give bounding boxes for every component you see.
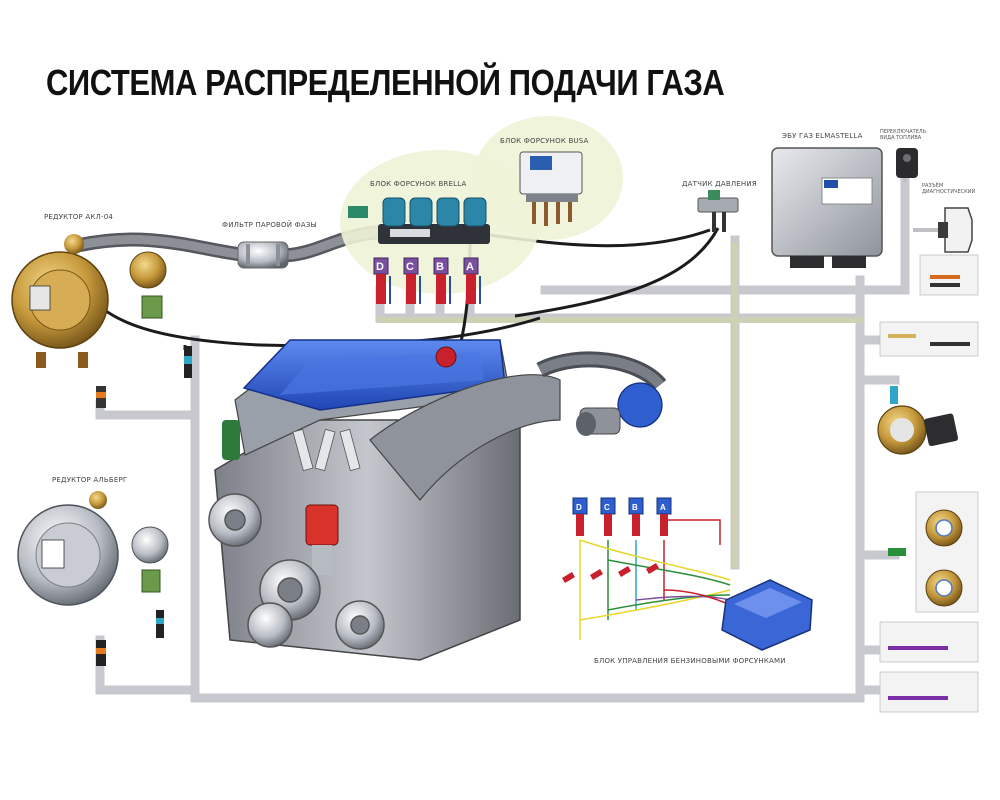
level-sensor-valve <box>877 386 959 455</box>
petrol-letter-a: A <box>660 503 666 512</box>
rail-letter-a: A <box>466 261 474 273</box>
solenoid-valve-bottom <box>131 526 169 593</box>
injector-block-unit <box>519 151 583 226</box>
level-gauges <box>925 509 963 607</box>
pressure-sensor <box>697 190 739 232</box>
injector-rail <box>348 197 490 244</box>
rail-connectors: D C B A <box>373 257 481 304</box>
solenoid-valve-top <box>129 251 167 319</box>
label-diag-connector: РАЗЪЁМ ДИАГНОСТИЧЕСКИЙ <box>922 183 976 195</box>
petrol-wiring <box>579 519 731 640</box>
pulleys <box>208 493 385 650</box>
right-panel-tags <box>879 254 979 713</box>
petrol-letter-c: C <box>604 503 610 512</box>
petrol-injectors: D C B A <box>572 497 672 536</box>
throttle-body <box>576 382 663 436</box>
red-plugs <box>562 563 659 583</box>
rail-letter-d: D <box>376 261 384 273</box>
label-pressure-sensor: ДАТЧИК ДАВЛЕНИЯ <box>682 180 757 188</box>
rail-letter-c: C <box>406 261 414 273</box>
valve-train <box>292 428 361 472</box>
fuel-switch <box>896 148 918 178</box>
page-title: СИСТЕМА РАСПРЕДЕЛЕННОЙ ПОДАЧИ ГАЗА <box>46 62 725 103</box>
label-injector-block: БЛОК ФОРСУНОК BUSA <box>500 137 589 145</box>
rail-letter-b: B <box>436 261 444 273</box>
petrol-letter-d: D <box>576 503 582 512</box>
label-injector-rail: БЛОК ФОРСУНОК BRELLA <box>370 180 467 188</box>
petrol-letter-b: B <box>632 503 638 512</box>
reducer-top <box>11 234 167 368</box>
engine <box>208 339 667 661</box>
petrol-injector-ecu <box>721 579 813 651</box>
label-gas-ecu: ЭБУ ГАЗ ELMASTELLA <box>782 132 863 140</box>
label-fuel-switch: ПЕРЕКЛЮЧАТЕЛЬ ВИДА ТОПЛИВА <box>880 129 927 141</box>
gas-hose <box>73 225 387 262</box>
label-vapor-filter: ФИЛЬТР ПАРОВОЙ ФАЗЫ <box>222 221 317 229</box>
label-reducer-top: РЕДУКТОР АКЛ-04 <box>44 213 114 221</box>
reducer-bottom <box>17 491 169 606</box>
gas-ecu <box>771 147 883 268</box>
label-reducer-bottom: РЕДУКТОР АЛЬБЕРГ <box>52 476 128 484</box>
vapor-filter <box>237 241 289 269</box>
diagnostic-connector <box>938 207 973 253</box>
piston <box>305 504 339 575</box>
wire-tags-left <box>96 346 192 666</box>
label-petrol-injector-ecu: БЛОК УПРАВЛЕНИЯ БЕНЗИНОВЫМИ ФОРСУНКАМИ <box>594 657 786 665</box>
